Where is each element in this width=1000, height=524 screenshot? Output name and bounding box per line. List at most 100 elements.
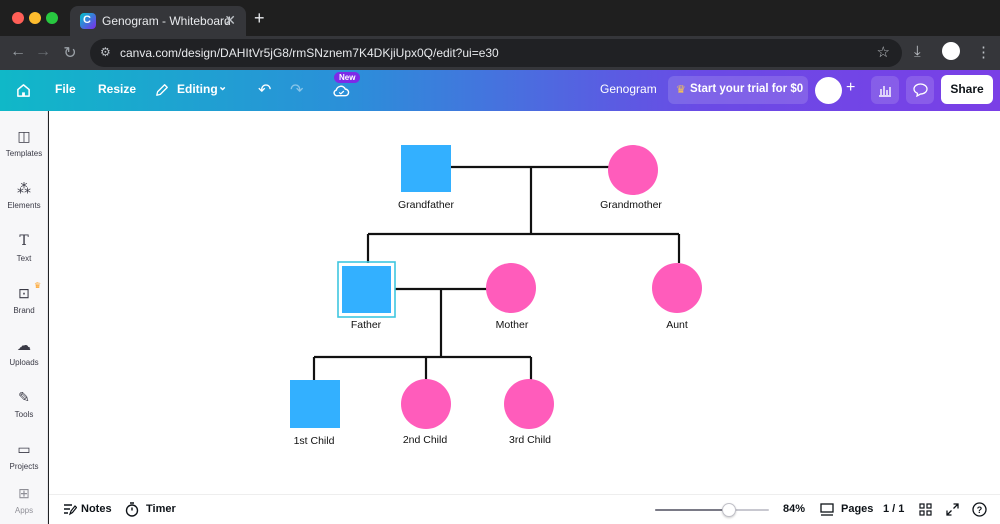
aunt-circle[interactable] (652, 263, 702, 313)
maximize-window-button[interactable] (46, 12, 58, 24)
add-collaborator-icon[interactable]: + (846, 79, 856, 96)
sidebar-item-elements[interactable]: ⁂ Elements (0, 180, 48, 210)
templates-icon: ◫ (17, 128, 31, 144)
comments-button[interactable] (906, 76, 934, 104)
help-icon[interactable]: ? (972, 502, 987, 517)
grandmother-label: Grandmother (600, 199, 662, 211)
sidebar-item-apps[interactable]: ⊞ Apps (0, 485, 48, 515)
browser-menu-icon[interactable]: ⋮ (976, 44, 991, 61)
projects-icon: ▭ (17, 441, 31, 457)
reload-icon[interactable]: ↻ (63, 45, 77, 62)
sidebar-item-uploads[interactable]: ☁ Uploads (0, 337, 48, 367)
bookmark-star-icon[interactable]: ☆ (876, 44, 890, 61)
sidebar-item-templates[interactable]: ◫ Templates (0, 128, 48, 158)
grid-view-icon[interactable] (919, 503, 932, 516)
minimize-window-button[interactable] (29, 12, 41, 24)
url-text[interactable]: canva.com/design/DAHItVr5jG8/rmSNznem7K4… (120, 46, 499, 60)
sidebar-item-label: Text (16, 254, 32, 263)
tab-title: Genogram - Whiteboard (102, 14, 231, 28)
tools-icon: ✎ (18, 389, 30, 405)
site-settings-icon[interactable]: ⚙ (100, 45, 111, 59)
zoom-slider-thumb[interactable] (722, 503, 737, 517)
new-tab-icon[interactable]: + (254, 8, 265, 28)
child1-square[interactable] (290, 380, 340, 428)
pages-icon[interactable] (820, 503, 834, 516)
file-menu[interactable]: File (55, 82, 76, 96)
address-bar: ← → ↻ ⚙ canva.com/design/DAHItVr5jG8/rmS… (0, 36, 1000, 70)
father-square[interactable] (342, 266, 391, 313)
undo-icon[interactable]: ↶ (258, 82, 272, 99)
close-tab-icon[interactable]: ✕ (224, 12, 236, 28)
relationship-lines (312, 165, 681, 380)
mother-label: Mother (496, 319, 529, 331)
sidebar-item-text[interactable]: T Text (0, 233, 48, 263)
aunt-label: Aunt (666, 319, 688, 331)
cloud-sync-icon[interactable] (333, 84, 350, 98)
sidebar-item-brand[interactable]: ⊡ ♛ Brand (0, 281, 48, 315)
redo-icon[interactable]: ↷ (290, 82, 304, 99)
home-icon[interactable] (16, 83, 31, 98)
elements-icon: ⁂ (17, 180, 31, 196)
sidebar-item-label: Uploads (9, 358, 39, 367)
canva-favicon-icon (80, 13, 96, 29)
new-badge: New (334, 72, 361, 83)
sidebar-item-label: Tools (14, 410, 34, 419)
browser-tab-bar: Genogram - Whiteboard ✕ + (0, 0, 1000, 36)
pages-button[interactable]: Pages (841, 503, 874, 515)
sidebar-item-label: Apps (14, 506, 34, 515)
share-button[interactable]: Share (941, 75, 993, 104)
page-count: 1 / 1 (883, 503, 905, 515)
zoom-slider-fill (655, 509, 730, 511)
start-trial-button[interactable]: ♛ Start your trial for $0 (668, 76, 808, 104)
zoom-slider[interactable] (655, 503, 769, 517)
pencil-icon (156, 84, 168, 96)
notes-icon[interactable] (63, 503, 77, 516)
download-icon[interactable]: ⤓ (914, 43, 921, 60)
uploads-icon: ☁ (17, 337, 31, 353)
sidebar-item-label: Elements (7, 201, 41, 210)
genogram-diagram: Grandfather Grandmother Father Mother Au… (290, 145, 702, 447)
whiteboard-canvas[interactable]: Grandfather Grandmother Father Mother Au… (49, 111, 1000, 494)
close-window-button[interactable] (12, 12, 24, 24)
fullscreen-icon[interactable] (946, 503, 959, 516)
document-title[interactable]: Genogram (600, 82, 657, 96)
child2-label: 2nd Child (403, 434, 448, 446)
sidebar-item-projects[interactable]: ▭ Projects (0, 441, 48, 471)
notes-button[interactable]: Notes (81, 503, 112, 515)
grandfather-square[interactable] (401, 145, 451, 192)
timer-button[interactable]: Timer (146, 503, 176, 515)
bar-chart-icon (879, 86, 891, 97)
back-arrow-icon[interactable]: ← (10, 43, 26, 60)
zoom-level[interactable]: 84% (783, 503, 806, 515)
left-sidebar: ◫ Templates ⁂ Elements T Text ⊡ ♛ Brand … (0, 111, 48, 524)
grandmother-circle[interactable] (608, 145, 658, 195)
selection-outline[interactable] (337, 261, 396, 318)
editor-toolbar: File Resize Editing ⌄ ↶ ↷ New Genogram ♛… (0, 70, 1000, 111)
timer-icon[interactable] (125, 502, 139, 517)
comment-icon (912, 83, 928, 98)
profile-avatar[interactable] (942, 42, 960, 60)
grandfather-label: Grandfather (398, 199, 455, 211)
sidebar-item-tools[interactable]: ✎ Tools (0, 389, 48, 419)
sidebar-item-label: Projects (9, 462, 39, 471)
chevron-down-icon[interactable]: ⌄ (218, 81, 228, 93)
forward-arrow-icon[interactable]: → (35, 43, 51, 60)
mother-circle[interactable] (486, 263, 536, 313)
bottom-bar: Notes Timer 84% Pages 1 / 1 ? (49, 494, 1000, 524)
apps-icon: ⊞ (18, 485, 30, 501)
browser-tab[interactable]: Genogram - Whiteboard ✕ (70, 6, 246, 36)
url-omnibox[interactable]: ⚙ canva.com/design/DAHItVr5jG8/rmSNznem7… (90, 39, 902, 67)
child3-circle[interactable] (504, 379, 554, 429)
analytics-button[interactable] (871, 76, 899, 104)
child1-label: 1st Child (294, 435, 335, 447)
resize-button[interactable]: Resize (98, 82, 137, 96)
crown-icon: ♛ (34, 281, 42, 290)
crown-icon: ♛ (676, 84, 686, 96)
editing-mode-dropdown[interactable]: Editing (177, 82, 218, 96)
child2-circle[interactable] (401, 379, 451, 429)
child3-label: 3rd Child (509, 434, 551, 446)
start-trial-label: Start your trial for $0 (690, 83, 804, 95)
brand-icon: ⊡ (18, 285, 30, 301)
svg-text:?: ? (977, 505, 983, 515)
user-avatar[interactable] (815, 77, 842, 104)
